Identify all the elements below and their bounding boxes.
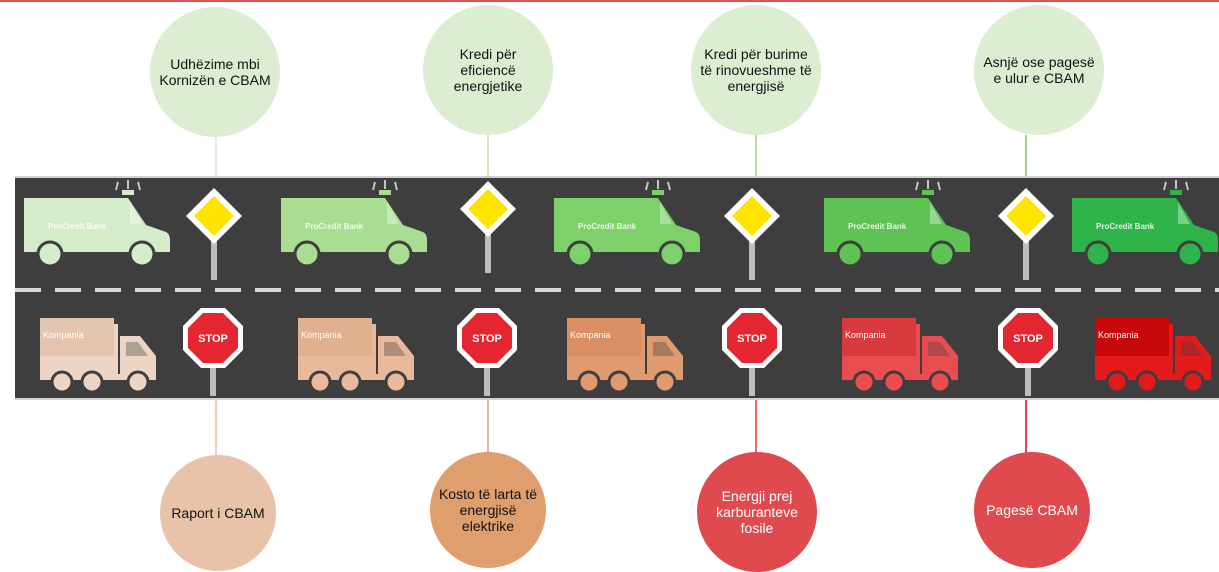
cost-bubble: Energji prej karburanteve fosile bbox=[697, 452, 817, 572]
connector-line bbox=[215, 400, 217, 460]
stop-sign-icon: STOP bbox=[998, 308, 1058, 396]
procredit-van-icon: ProCredit Bank bbox=[818, 180, 973, 275]
priority-road-sign-icon bbox=[998, 188, 1054, 280]
company-label: Kompania bbox=[298, 318, 372, 356]
company-label: Kompania bbox=[1095, 318, 1169, 356]
company-truck-icon: Kompania bbox=[296, 318, 416, 403]
connector-line bbox=[1025, 135, 1027, 177]
van-brand-text: ProCredit Bank bbox=[48, 222, 107, 231]
van-brand-text: ProCredit Bank bbox=[1096, 222, 1155, 231]
company-label: Kompania bbox=[567, 318, 641, 356]
benefit-bubble: Asnjë ose pagesë e ulur e CBAM bbox=[974, 5, 1104, 135]
company-label: Kompania bbox=[842, 318, 916, 356]
company-truck-icon: Kompania bbox=[1093, 318, 1213, 403]
road-edge bbox=[15, 398, 1219, 400]
van-brand-text: ProCredit Bank bbox=[848, 222, 907, 231]
company-truck-icon: Kompania bbox=[38, 318, 158, 403]
priority-road-sign-icon bbox=[460, 181, 516, 273]
connector-line bbox=[755, 400, 757, 460]
benefit-bubble: Udhëzime mbi Kornizën e CBAM bbox=[150, 7, 280, 137]
stop-sign-icon: STOP bbox=[722, 308, 782, 396]
stop-label: STOP bbox=[472, 333, 502, 345]
company-label: Kompania bbox=[40, 318, 114, 356]
benefit-bubble: Kredi për burime të rinovueshme të energ… bbox=[691, 5, 821, 135]
van-brand-text: ProCredit Bank bbox=[305, 222, 364, 231]
procredit-van-icon: ProCredit Bank bbox=[18, 180, 173, 275]
procredit-van-icon: ProCredit Bank bbox=[1066, 180, 1219, 275]
priority-road-sign-icon bbox=[724, 188, 780, 280]
van-brand-text: ProCredit Bank bbox=[578, 222, 637, 231]
road-edge bbox=[15, 176, 1219, 178]
stop-sign-icon: STOP bbox=[457, 308, 517, 396]
stop-label: STOP bbox=[198, 333, 228, 345]
connector-line bbox=[755, 135, 757, 177]
stop-label: STOP bbox=[1013, 333, 1043, 345]
procredit-van-icon: ProCredit Bank bbox=[275, 180, 430, 275]
cost-bubble: Raport i CBAM bbox=[160, 455, 276, 571]
lane-divider bbox=[15, 288, 1219, 292]
connector-line bbox=[487, 400, 489, 460]
stop-sign-icon: STOP bbox=[183, 308, 243, 396]
connector-line bbox=[1025, 400, 1027, 460]
company-truck-icon: Kompania bbox=[840, 318, 960, 403]
procredit-van-icon: ProCredit Bank bbox=[548, 180, 703, 275]
benefit-bubble: Kredi për eficiencë energjetike bbox=[423, 5, 553, 135]
connector-line bbox=[487, 135, 489, 177]
priority-road-sign-icon bbox=[186, 188, 242, 280]
company-truck-icon: Kompania bbox=[565, 318, 685, 403]
top-rule bbox=[0, 0, 1219, 2]
connector-line bbox=[215, 137, 217, 177]
cost-bubble: Pagesë CBAM bbox=[974, 452, 1090, 568]
stop-label: STOP bbox=[737, 333, 767, 345]
cost-bubble: Kosto të larta të energjisë elektrike bbox=[430, 452, 546, 568]
